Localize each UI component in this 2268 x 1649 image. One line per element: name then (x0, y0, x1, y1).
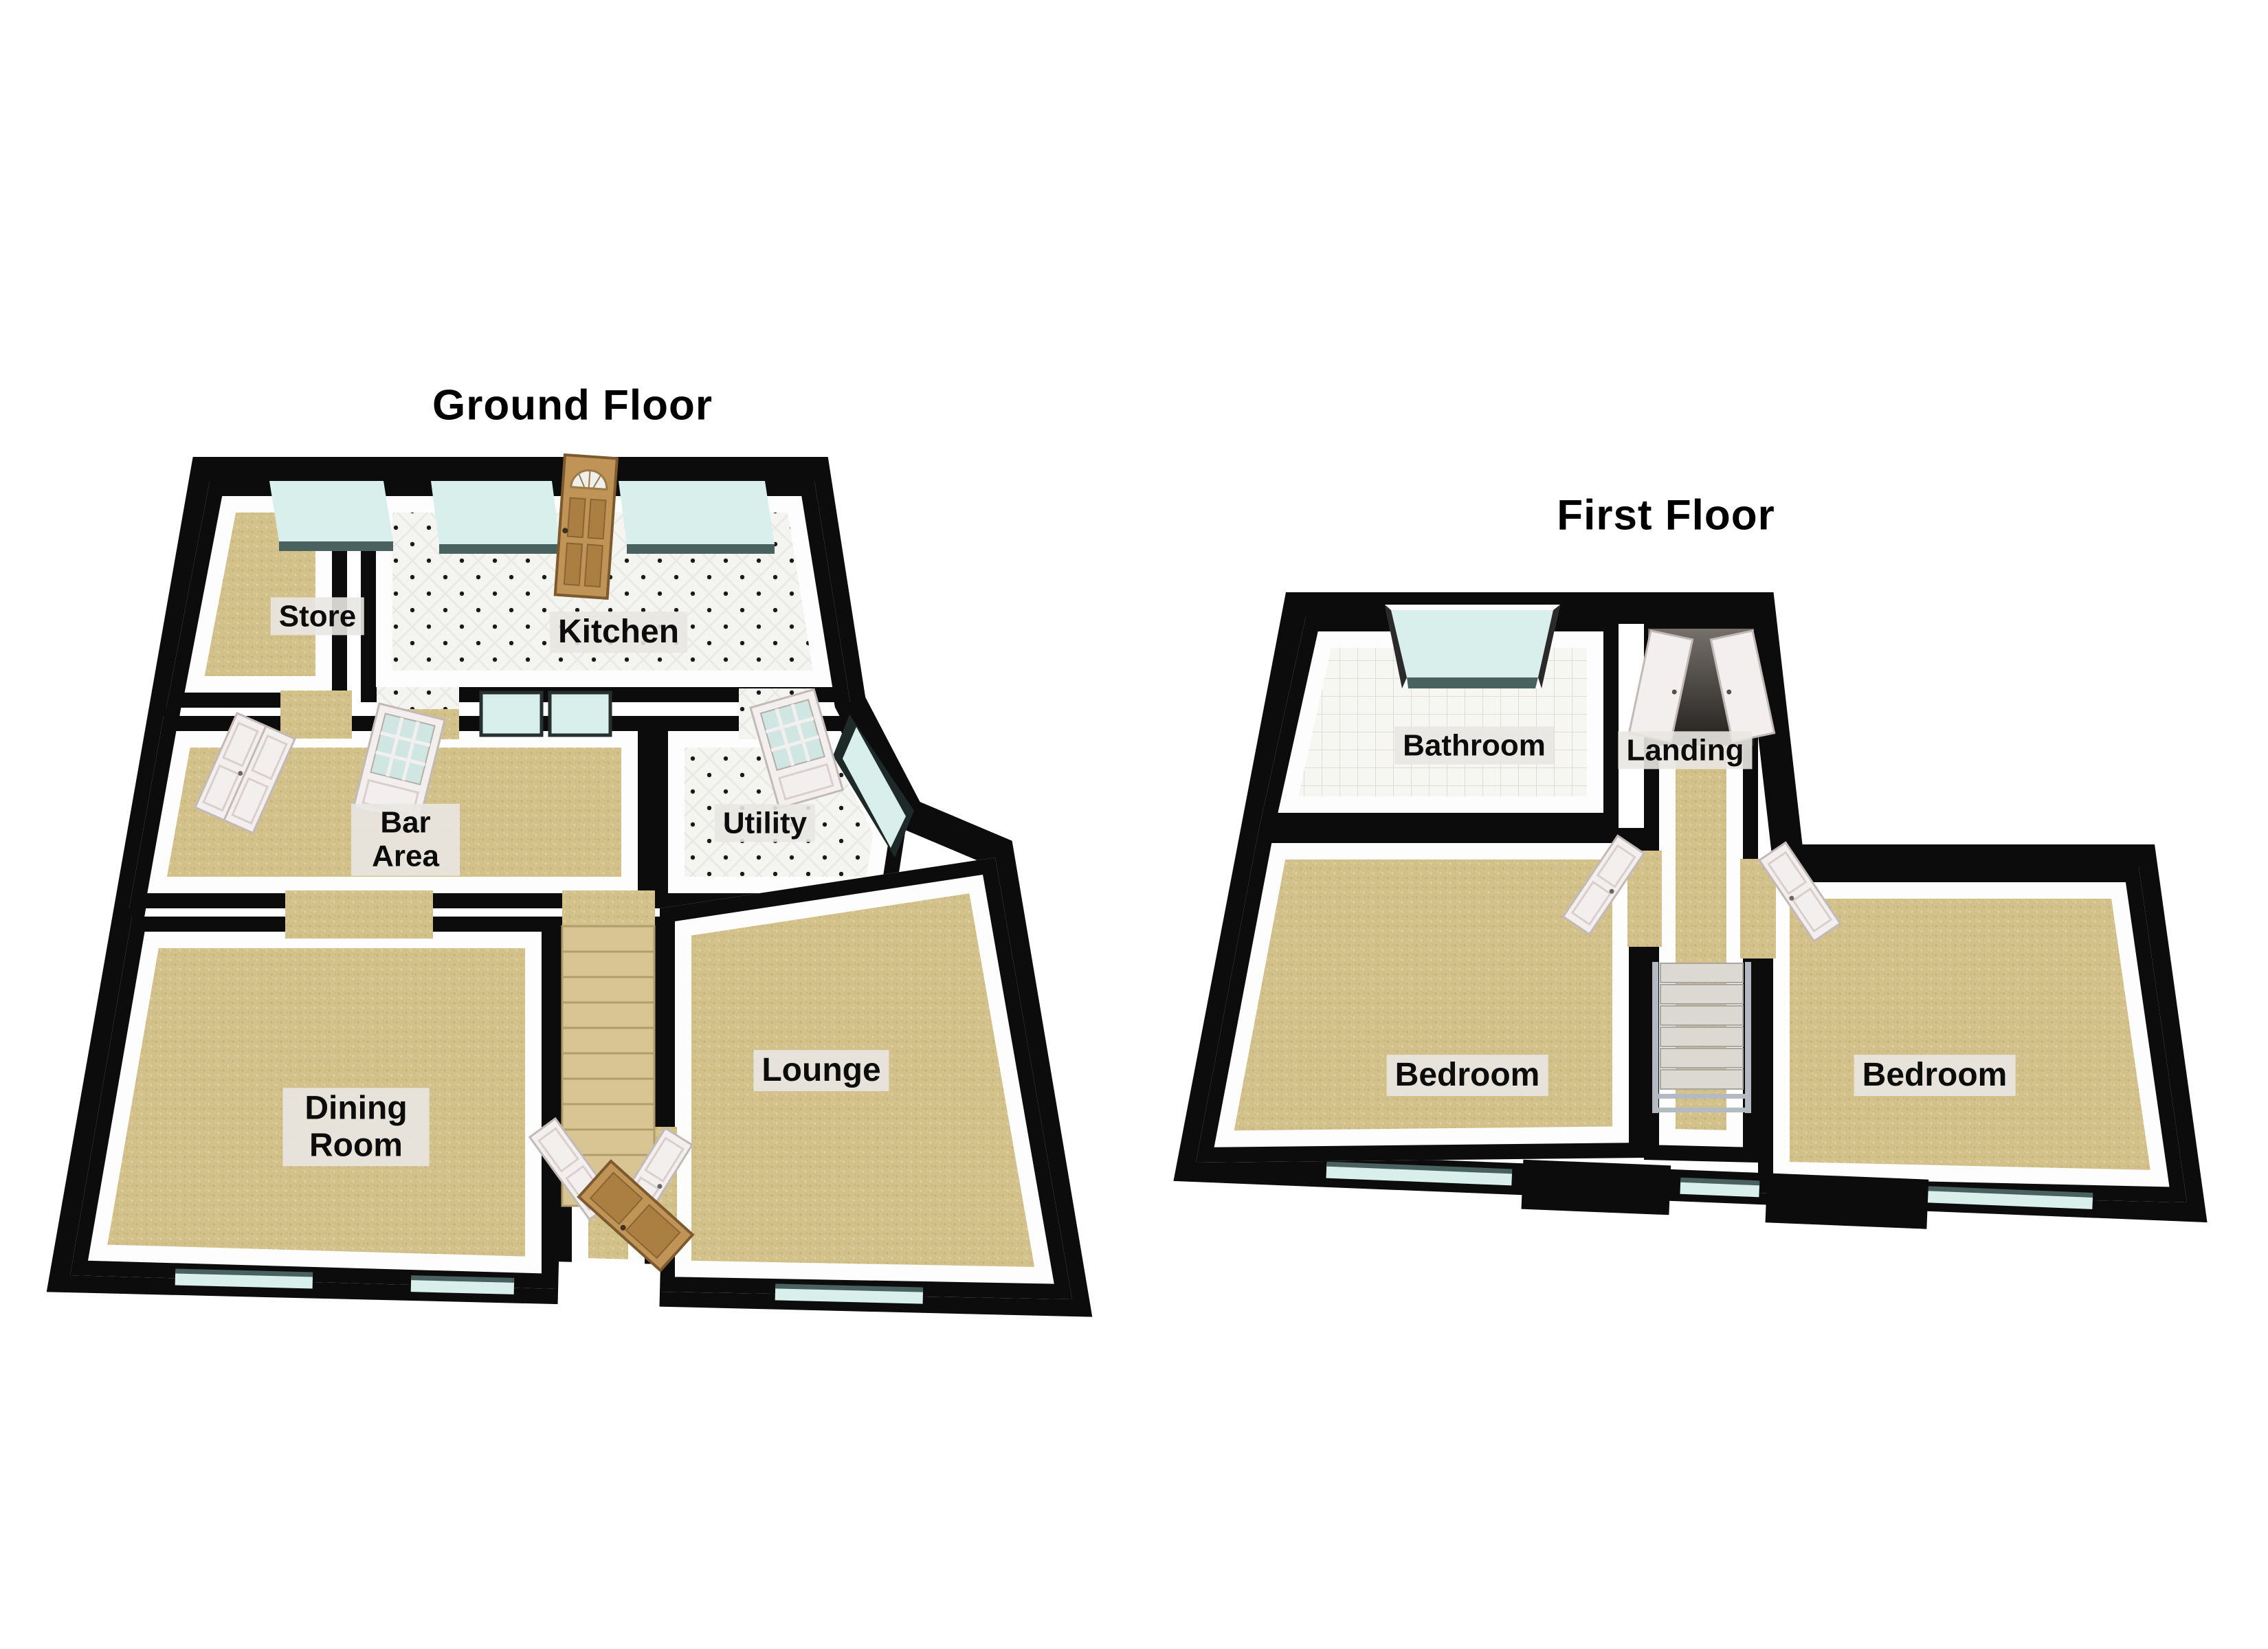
front-door (553, 453, 619, 600)
room-label-bedroom-left: Bedroom (1386, 1055, 1548, 1096)
bathroom-window (1385, 605, 1560, 688)
room-label-store: Store (270, 597, 365, 636)
ground-floor-title: Ground Floor (432, 381, 713, 429)
room-label-kitchen: Kitchen (549, 612, 688, 653)
bedroom-left-room (1196, 828, 1644, 1163)
first-floor-exterior-wall (1173, 592, 2208, 1223)
bedroom-left-door (1561, 834, 1646, 936)
kitchen-glazed-door (352, 702, 446, 825)
store-window (269, 481, 393, 551)
landing-cupboard (1627, 629, 1776, 745)
staircase-first (1652, 962, 1751, 1113)
room-label-landing: Landing (1618, 731, 1753, 770)
room-label-bathroom: Bathroom (1394, 726, 1554, 765)
kitchen-glazed-panel-right (548, 691, 612, 737)
landing-window (1680, 1177, 1760, 1198)
room-label-lounge: Lounge (753, 1050, 889, 1091)
first-floor-plan (1173, 592, 2208, 1229)
hall-window (410, 1275, 515, 1294)
bedroom-left-window (1326, 1161, 1513, 1186)
kitchen-glazed-panel-left (479, 691, 544, 737)
room-label-utility: Utility (714, 804, 816, 842)
kitchen-window-left (431, 481, 560, 554)
utility-door (749, 688, 845, 809)
room-label-dining-room: Dining Room (282, 1088, 430, 1166)
first-floor-title: First Floor (1557, 491, 1775, 539)
entrance-door (577, 1159, 695, 1272)
room-label-bar-area: Bar Area (351, 803, 460, 876)
ground-floor-plan (46, 453, 1093, 1333)
bedroom-right-window (1924, 1186, 2093, 1209)
store-door (194, 712, 297, 835)
lounge-window (775, 1283, 924, 1304)
utility-window (833, 715, 914, 857)
kitchen-window-right (619, 481, 775, 554)
staircase-ground (561, 925, 656, 1207)
room-label-bedroom-right: Bedroom (1854, 1055, 2016, 1096)
dining-window (175, 1268, 313, 1289)
first-floor-wall-notches (1521, 1159, 1929, 1229)
bedroom-right-door (1757, 841, 1842, 943)
